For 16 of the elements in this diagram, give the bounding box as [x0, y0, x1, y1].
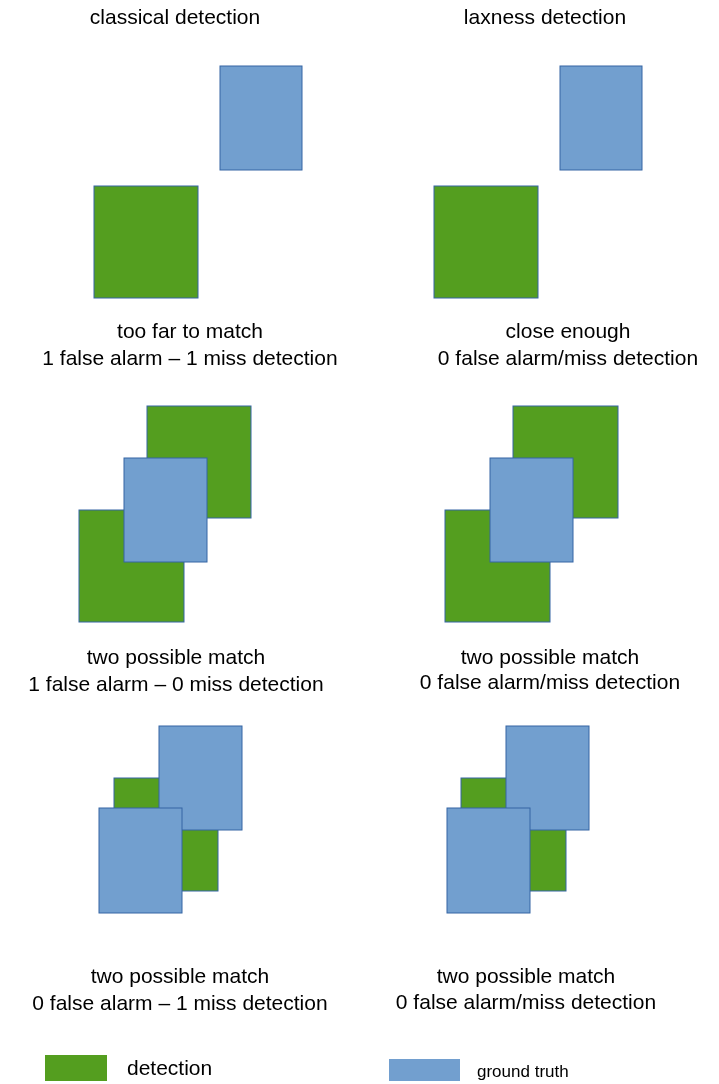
- caption: 1 false alarm – 1 miss detection: [42, 346, 338, 370]
- caption: 1 false alarm – 0 miss detection: [28, 672, 324, 696]
- column-heading: laxness detection: [463, 5, 627, 29]
- legend-label: detection: [127, 1056, 213, 1080]
- legend-label: ground truth: [477, 1062, 569, 1082]
- caption: 0 false alarm/miss detection: [437, 346, 699, 370]
- caption: two possible match: [86, 645, 266, 669]
- caption: 0 false alarm – 1 miss detection: [32, 991, 328, 1015]
- caption: 0 false alarm/miss detection: [395, 990, 657, 1014]
- caption: too far to match: [117, 319, 263, 343]
- caption: two possible match: [460, 645, 640, 669]
- caption: two possible match: [436, 964, 616, 988]
- column-heading: classical detection: [89, 5, 261, 29]
- caption: close enough: [505, 319, 631, 343]
- caption: 0 false alarm/miss detection: [419, 670, 681, 694]
- caption: two possible match: [90, 964, 270, 988]
